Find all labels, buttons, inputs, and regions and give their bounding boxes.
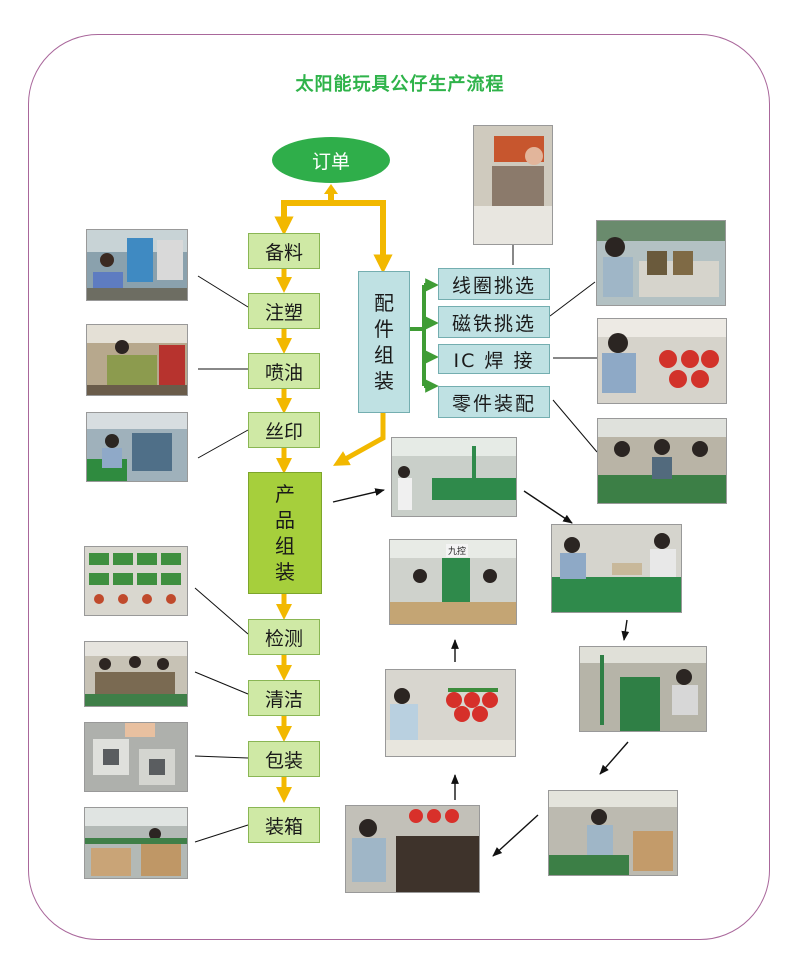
parts-assembly-char: 装 bbox=[374, 369, 394, 393]
step-product-assembly: 产 品 组 装 bbox=[248, 472, 322, 594]
photo-conveyor-line bbox=[579, 646, 707, 732]
photo-magnet-selection bbox=[596, 220, 726, 306]
main-flow-arrows bbox=[275, 268, 386, 804]
photo-control-panel-workshop: 九控 bbox=[389, 539, 517, 625]
parts-assembly-char: 件 bbox=[374, 317, 394, 341]
product-assembly-char: 产 bbox=[275, 482, 295, 506]
product-assembly-char: 品 bbox=[275, 508, 295, 532]
parts-step-ic-soldering: IC 焊 接 bbox=[438, 344, 550, 374]
parts-step-coil-selection: 线圈挑选 bbox=[438, 268, 550, 300]
diagram-title: 太阳能玩具公仔生产流程 bbox=[295, 74, 505, 95]
photo-ic-soldering bbox=[597, 318, 727, 404]
photo-packing-station bbox=[548, 790, 678, 876]
parts-step-magnet-selection: 磁铁挑选 bbox=[438, 306, 550, 338]
photo-coil-selection bbox=[473, 125, 553, 245]
product-assembly-char: 装 bbox=[275, 560, 295, 584]
photo-leader-lines bbox=[194, 245, 598, 843]
photo-injection-molding bbox=[86, 324, 188, 396]
step-cleaning: 清洁 bbox=[248, 680, 320, 716]
step-boxing: 装箱 bbox=[248, 807, 320, 843]
step-inspection: 检测 bbox=[248, 619, 320, 655]
step-material-prep: 备料 bbox=[248, 233, 320, 269]
photo-flow-arrows bbox=[332, 488, 630, 857]
order-split-arrows bbox=[274, 192, 393, 274]
photo-sorting-parts bbox=[345, 805, 480, 893]
step-injection-molding: 注塑 bbox=[248, 293, 320, 329]
parts-assembly-char: 组 bbox=[374, 343, 394, 367]
parts-assembly-box: 配 件 组 装 bbox=[358, 271, 410, 413]
photo-inspection-trays bbox=[84, 546, 188, 616]
step-silk-printing: 丝印 bbox=[248, 412, 320, 448]
step-packing: 包装 bbox=[248, 741, 320, 777]
photo-strawberry-assembly bbox=[385, 669, 516, 757]
panel-sign-label: 九控 bbox=[446, 544, 469, 557]
photo-silk-printing bbox=[86, 412, 188, 482]
rounded-border-frame bbox=[28, 34, 770, 940]
parts-assembly-char: 配 bbox=[374, 291, 394, 315]
parts-bracket-arrows bbox=[410, 278, 439, 393]
order-start-node: 订单 bbox=[272, 137, 390, 183]
product-assembly-char: 组 bbox=[275, 534, 295, 558]
photo-cleaning-line bbox=[84, 641, 188, 707]
parts-step-parts-fitting: 零件装配 bbox=[438, 386, 550, 418]
photo-packing bbox=[84, 722, 188, 792]
photo-material-warehouse bbox=[86, 229, 188, 301]
photo-line-workers bbox=[551, 524, 682, 613]
photo-assembly-workshop bbox=[391, 437, 517, 517]
order-up-arrow bbox=[324, 184, 338, 194]
photo-boxing bbox=[84, 807, 188, 879]
photo-parts-fitting bbox=[597, 418, 727, 504]
step-spray-painting: 喷油 bbox=[248, 353, 320, 389]
